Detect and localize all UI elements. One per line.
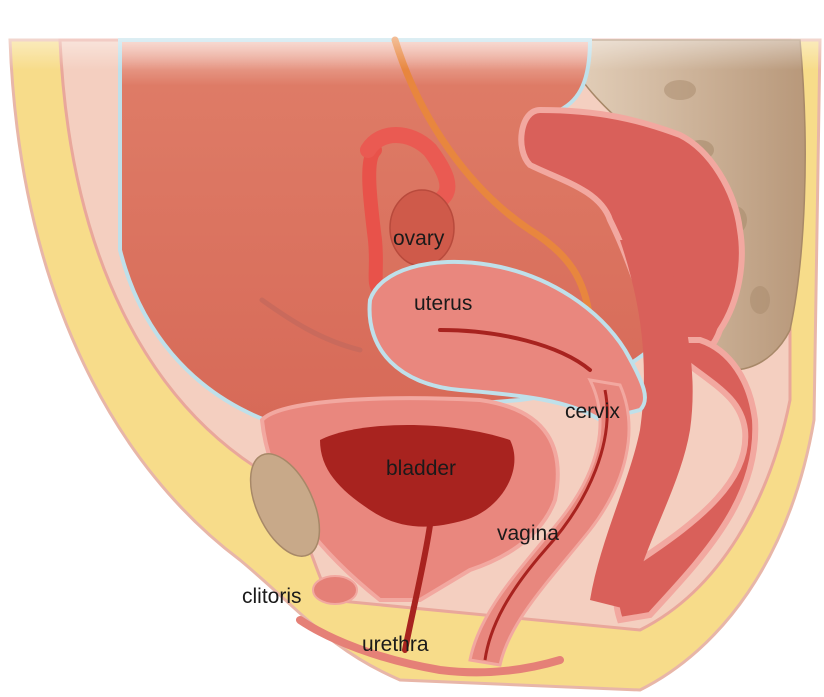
clitoris-shape [313, 576, 357, 604]
label-bladder: bladder [386, 457, 456, 480]
label-cervix: cervix [565, 400, 620, 423]
label-uterus: uterus [414, 292, 472, 315]
label-urethra: urethra [362, 633, 429, 656]
label-ovary: ovary [393, 227, 445, 250]
label-vagina: vagina [497, 522, 559, 545]
label-clitoris: clitoris [242, 585, 302, 608]
